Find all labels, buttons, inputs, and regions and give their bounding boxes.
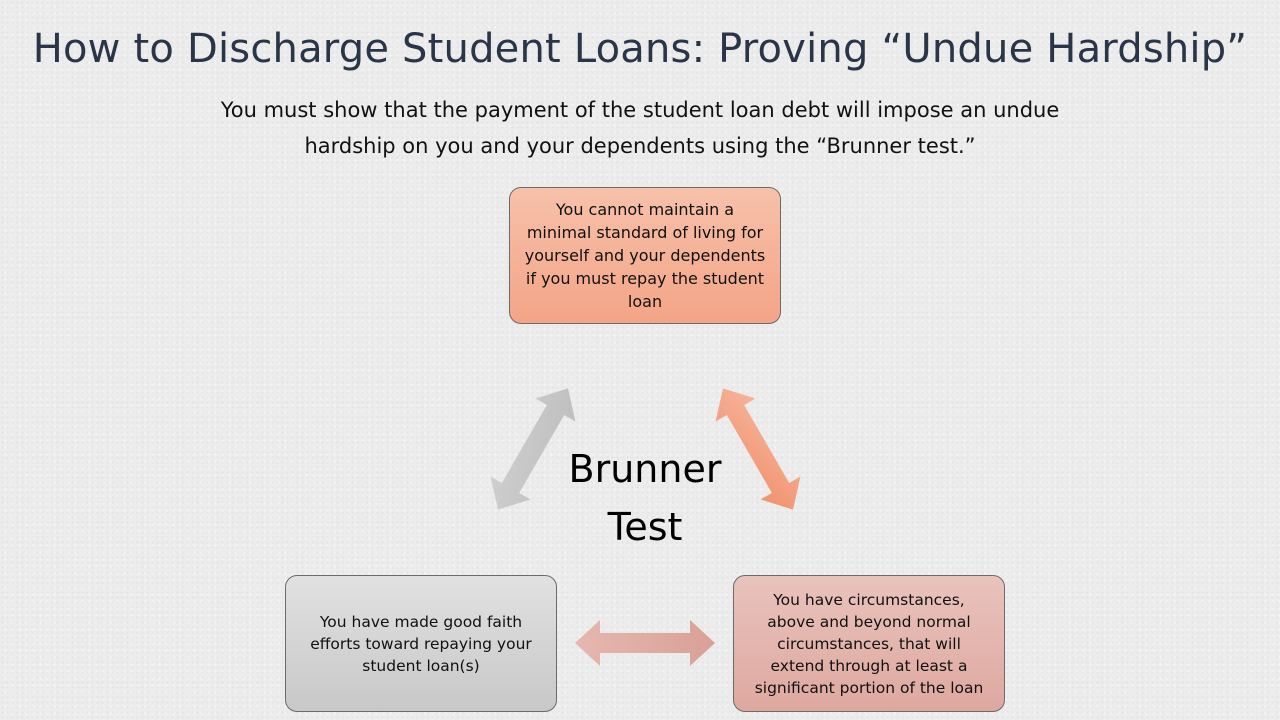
criterion-text-minimal-standard: You cannot maintain a minimal standard o… (524, 200, 766, 311)
criterion-box-good-faith: You have made good faith efforts toward … (285, 575, 557, 712)
criterion-box-circumstances: You have circumstances, above and beyond… (733, 575, 1005, 712)
brunner-test-label: Brunner Test (545, 440, 745, 556)
page-title: How to Discharge Student Loans: Proving … (32, 26, 1248, 72)
page-subtitle: You must show that the payment of the st… (220, 98, 1060, 158)
left-double-arrow (490, 388, 576, 510)
criterion-text-circumstances: You have circumstances, above and beyond… (754, 590, 984, 697)
criterion-box-minimal-standard: You cannot maintain a minimal standard o… (509, 187, 781, 324)
criterion-text-good-faith: You have made good faith efforts toward … (310, 612, 532, 675)
center-label-line1: Brunner (568, 447, 722, 491)
bottom-double-arrow (575, 620, 715, 666)
right-double-arrow (715, 388, 801, 510)
center-label-line2: Test (607, 505, 683, 549)
